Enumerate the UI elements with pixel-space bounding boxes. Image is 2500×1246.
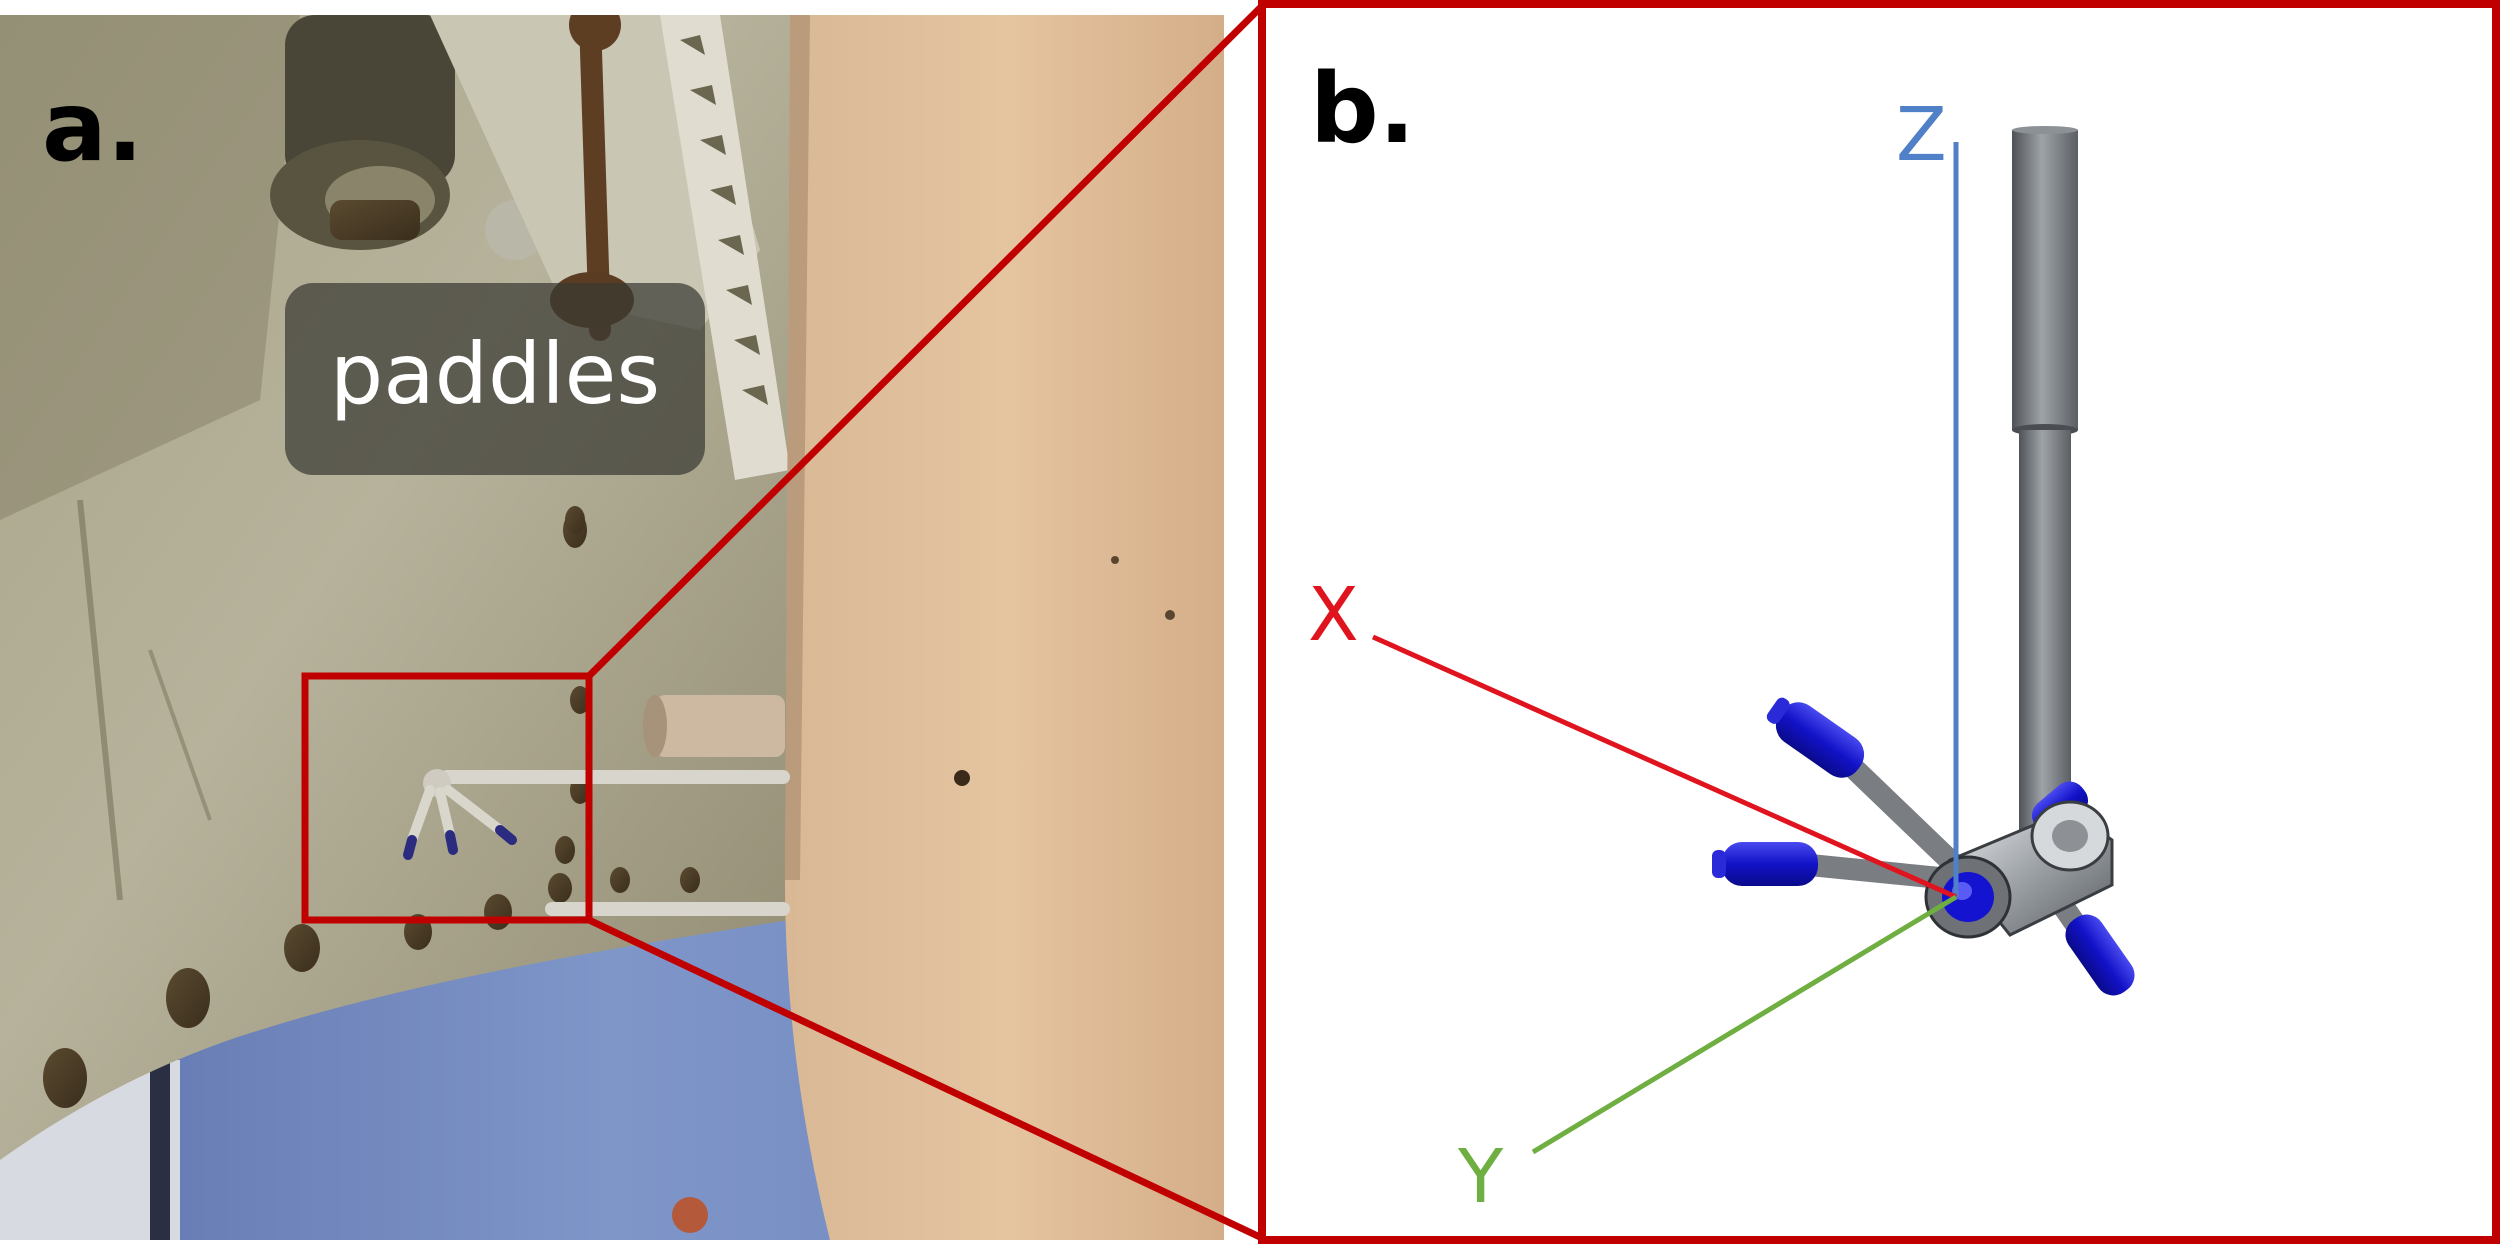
zoom-connector-top (586, 3, 1265, 679)
probe-sensor-tips (1712, 697, 2135, 996)
z-axis-label: Z (1896, 92, 1947, 178)
probe-hub (1924, 800, 2114, 939)
x-axis-label: X (1308, 572, 1359, 658)
probe-mount (403, 695, 790, 916)
probe-stem (2012, 126, 2078, 830)
panel-a-label: a. (42, 71, 143, 183)
paddle (785, 15, 1224, 1240)
gear-mechanism (270, 15, 790, 480)
coordinate-axes: Z X Y (1308, 92, 1959, 1220)
panel-b-label: b. (1310, 53, 1415, 165)
panel-b-frame (1258, 0, 2500, 1244)
callout-box (285, 283, 705, 475)
y-axis-line (1531, 894, 1958, 1155)
zoom-highlight-box (301, 672, 593, 924)
y-axis-label: Y (1457, 1134, 1504, 1220)
paddles-label: paddles (330, 325, 660, 423)
panel-b: b. (1258, 0, 2500, 1244)
paddles-callout: paddles (285, 283, 705, 475)
x-axis-line (1371, 634, 1958, 900)
panel-a (0, 15, 1224, 1240)
zoom-connector-bottom (587, 916, 1264, 1242)
